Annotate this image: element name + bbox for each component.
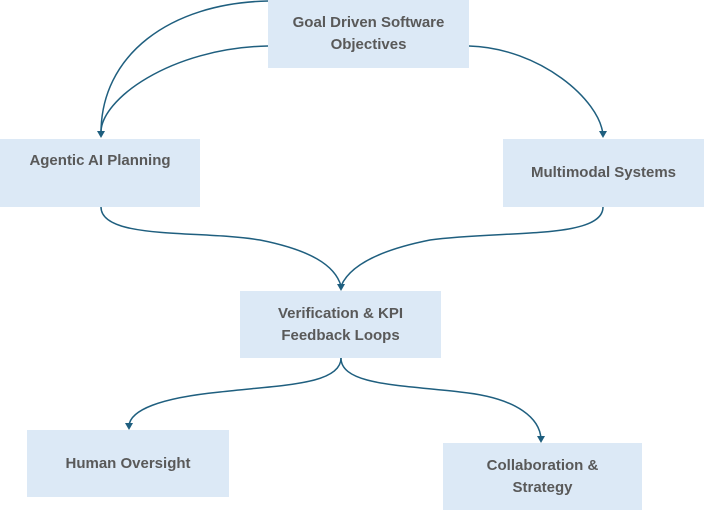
edge-goal-to-multimodal (468, 45, 604, 136)
node-agentic-ai-planning: Agentic AI Planning (0, 139, 200, 207)
node-verification-kpi: Verification & KPI Feedback Loops (240, 291, 441, 358)
node-goal-driven-objectives: Goal Driven Software Objectives (268, 0, 469, 68)
node-human-oversight: Human Oversight (27, 430, 229, 497)
arrowhead-verification (337, 284, 345, 291)
node-label: Goal Driven Software Objectives (292, 14, 445, 53)
edge-multimodal-to-verification (340, 206, 604, 287)
arrowhead-human (125, 423, 133, 430)
node-label: Multimodal Systems (530, 164, 677, 181)
edge-verification-to-human (128, 357, 342, 427)
arrowhead-collaboration (537, 436, 545, 443)
node-label: Human Oversight (65, 454, 191, 472)
node-collaboration-strategy: Collaboration & Strategy (443, 443, 642, 510)
node-multimodal-systems: Multimodal Systems (503, 139, 704, 207)
node-label: Collaboration & Strategy (486, 456, 599, 496)
edge-goal-to-agentic (100, 0, 269, 136)
node-label: Verification & KPI Feedback Loops (277, 304, 404, 344)
node-label: Agentic AI Planning (29, 152, 171, 169)
arrowhead-multimodal (599, 131, 607, 138)
edge-agentic-to-verification (100, 206, 342, 287)
arrowhead-agentic (97, 131, 105, 138)
edge-verification-to-collaboration (340, 357, 542, 440)
